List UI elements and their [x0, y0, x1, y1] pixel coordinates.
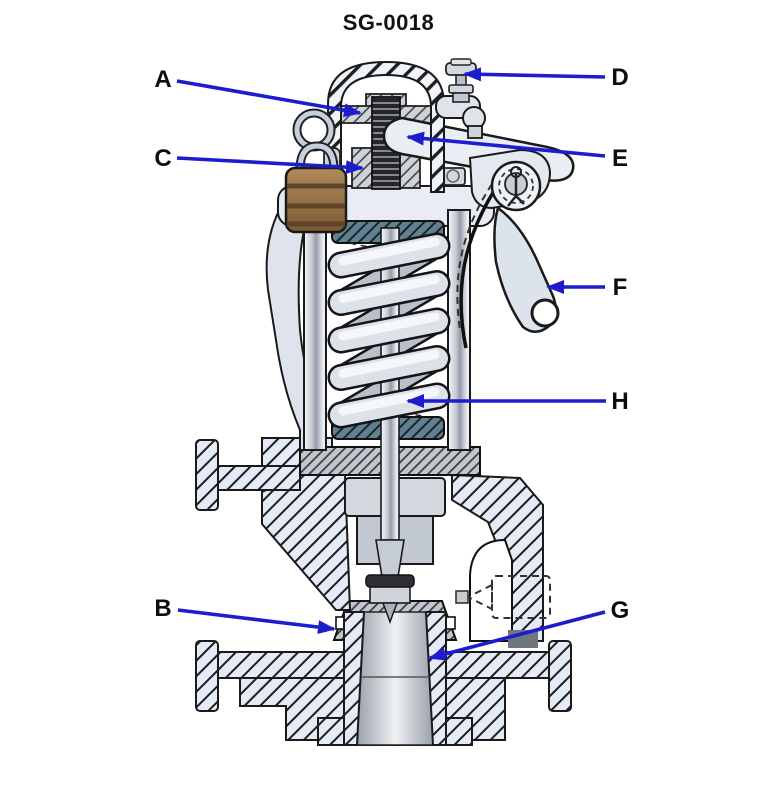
callout-layer: A B C D E F G H — [152, 62, 632, 661]
disc — [365, 539, 415, 625]
lever-pivot-pin — [490, 160, 542, 212]
figure-title: SG-0018 — [342, 10, 435, 35]
test-plug-dashed — [455, 575, 551, 619]
outlet-flange — [195, 439, 301, 511]
callout-D-arrow — [463, 67, 606, 82]
callout-A-arrow — [176, 79, 362, 118]
callout-C-arrow — [176, 156, 364, 175]
callout-B-arrow — [177, 608, 336, 635]
callout-D-label: D — [611, 64, 628, 91]
callout-A-label: A — [154, 66, 171, 93]
padlock — [284, 108, 348, 234]
callout-F-label: F — [613, 274, 628, 301]
callout-H-label: H — [611, 388, 628, 415]
callout-B-label: B — [154, 595, 171, 622]
inlet-nozzle — [343, 611, 447, 746]
callout-G-arrow — [428, 610, 606, 661]
callout-C-label: C — [154, 145, 171, 172]
callout-E-label: E — [612, 145, 628, 172]
yoke-column-left — [303, 209, 327, 451]
callout-E-arrow — [406, 131, 606, 158]
yoke-column-right — [447, 209, 471, 451]
bonnet — [265, 185, 495, 451]
spring — [327, 227, 451, 541]
spindle — [380, 227, 400, 541]
test-gag-bolt — [435, 58, 486, 139]
callout-G-label: G — [611, 597, 630, 624]
